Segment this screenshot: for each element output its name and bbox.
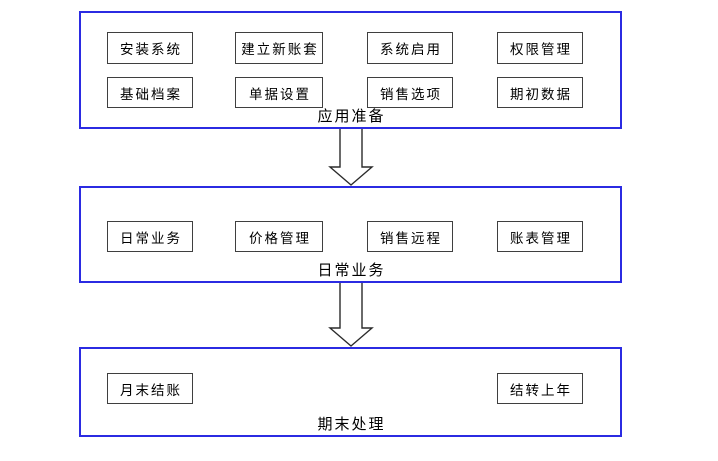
- node-basic-archives: 基础档案: [107, 77, 193, 108]
- node-create-new-account-set: 建立新账套: [235, 32, 323, 64]
- section-daily-business: 日常业务 价格管理 销售远程 账表管理 日常业务: [79, 186, 622, 283]
- section-title: 期末处理: [317, 417, 386, 433]
- node-daily-business: 日常业务: [107, 221, 193, 252]
- node-carry-forward-previous-year: 结转上年: [497, 373, 583, 404]
- node-price-management: 价格管理: [235, 221, 323, 252]
- down-block-arrow: [328, 129, 374, 186]
- node-install-system: 安装系统: [107, 32, 193, 64]
- section-application-preparation: 安装系统 建立新账套 系统启用 权限管理 基础档案 单据设置 销售选项 期初数据…: [79, 11, 622, 129]
- node-sales-remote: 销售远程: [367, 221, 453, 252]
- node-initial-data: 期初数据: [497, 77, 583, 108]
- section-period-end-processing: 月末结账 结转上年 期末处理: [79, 347, 622, 437]
- node-account-report-management: 账表管理: [497, 221, 583, 252]
- node-document-settings: 单据设置: [235, 77, 323, 108]
- section-title: 应用准备: [317, 109, 386, 125]
- node-sales-options: 销售选项: [367, 77, 453, 108]
- down-block-arrow: [328, 283, 374, 347]
- node-permission-management: 权限管理: [497, 32, 583, 64]
- section-title: 日常业务: [317, 263, 386, 279]
- node-system-activation: 系统启用: [367, 32, 453, 64]
- node-month-end-closing: 月末结账: [107, 373, 193, 404]
